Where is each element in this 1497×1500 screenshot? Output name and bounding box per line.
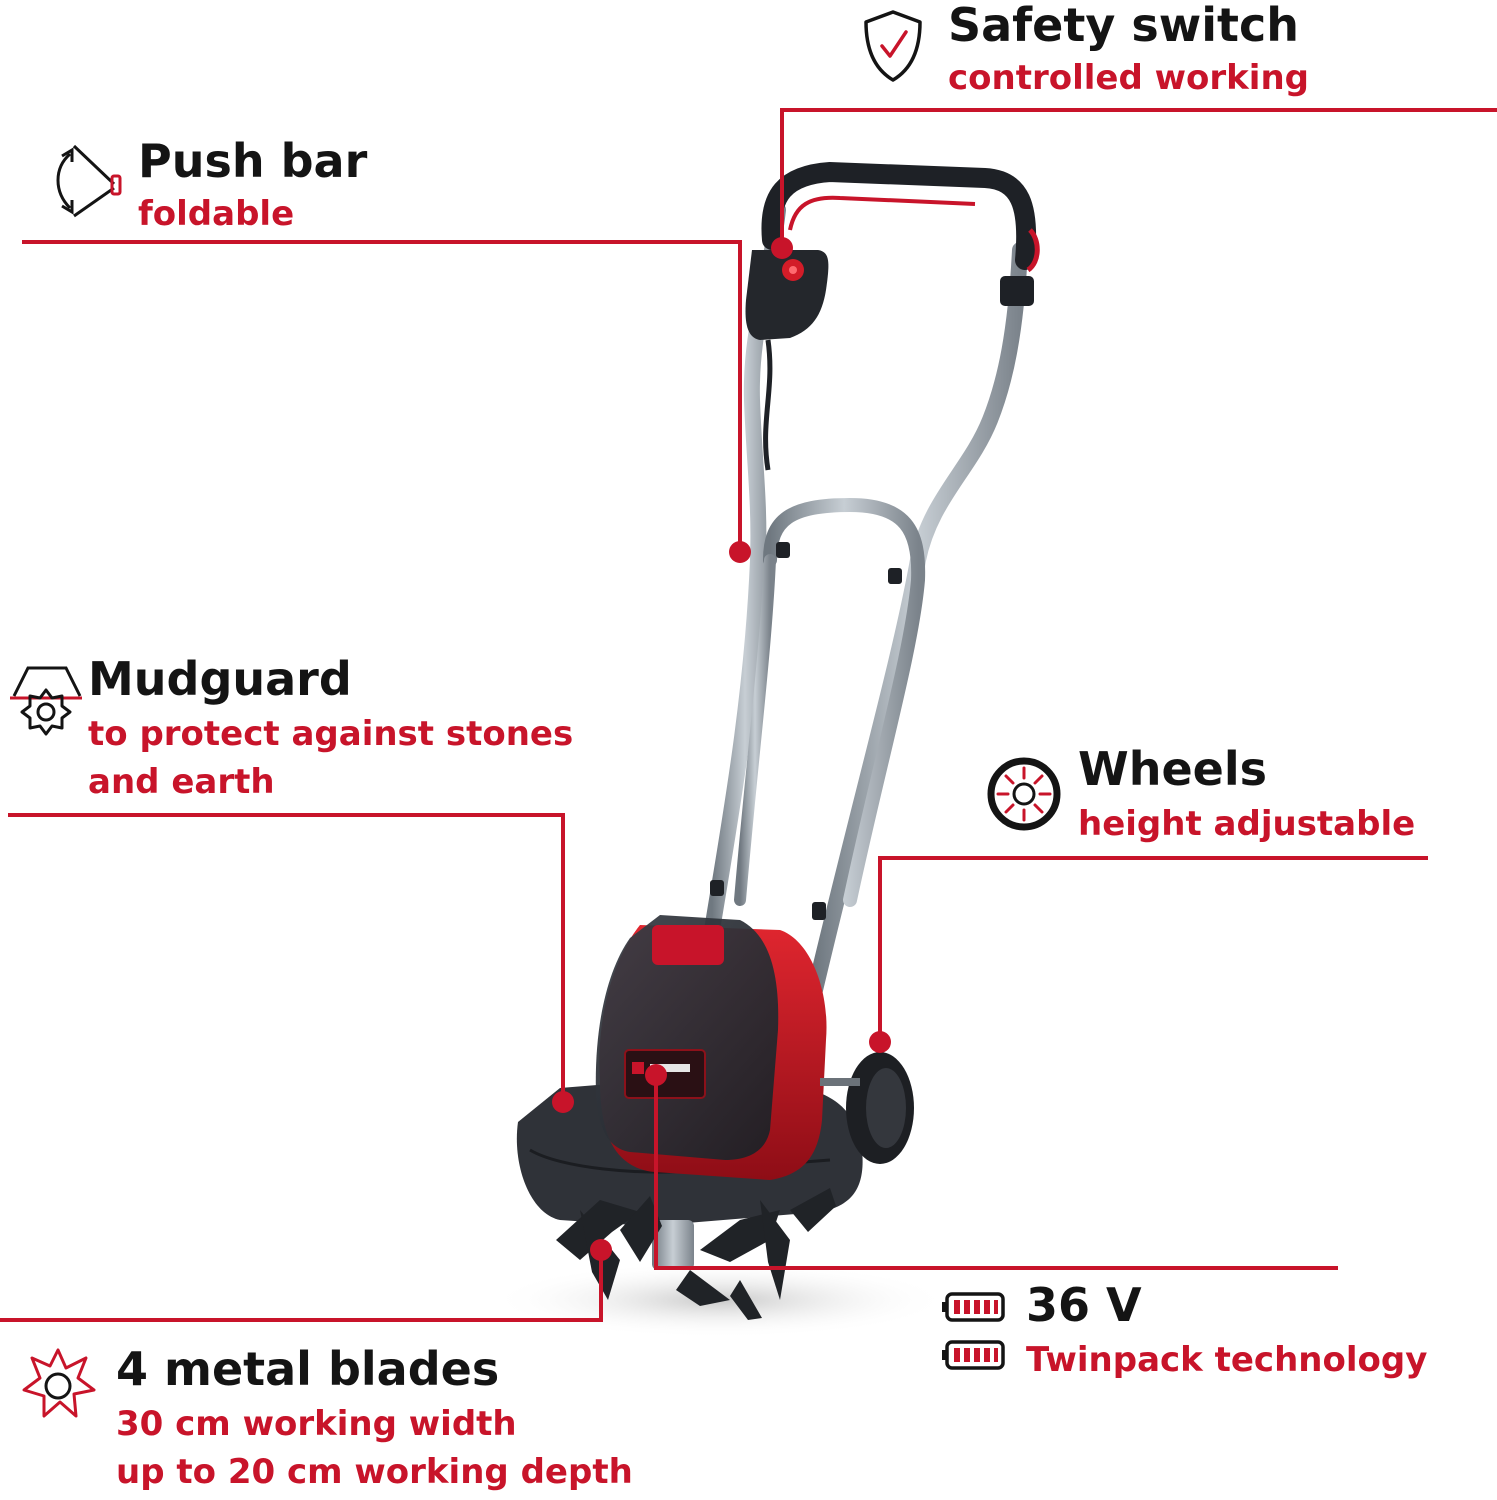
safety-switch-title: Safety switch <box>948 0 1300 52</box>
wheels-callout-dot <box>869 1031 891 1053</box>
wheel-icon <box>987 757 1061 831</box>
voltage-subtitle: Twinpack technology <box>1026 1340 1428 1380</box>
mudguard-subtitle-line1: to protect against stones <box>88 714 574 754</box>
blades-title: 4 metal blades <box>116 1342 500 1396</box>
mudguard-title: Mudguard <box>88 652 352 706</box>
mudguard-callout-dot <box>552 1091 574 1113</box>
callout-lines <box>0 108 1497 1322</box>
voltage-callout-dot <box>645 1064 667 1086</box>
battery-icon <box>942 1292 1005 1370</box>
handle-cross-bar <box>763 497 926 907</box>
wheels-subtitle: height adjustable <box>1078 804 1416 844</box>
blades-subtitle-line1: 30 cm working width <box>116 1404 517 1444</box>
handle-grip <box>761 161 1037 270</box>
voltage-title: 36 V <box>1026 1278 1142 1332</box>
handle-inner-tube <box>734 554 776 906</box>
mudguard-gear-icon <box>10 666 82 736</box>
switch-box <box>745 250 829 340</box>
push-bar-subtitle: foldable <box>138 194 295 234</box>
push-bar-title: Push bar <box>138 134 368 188</box>
safety-switch-subtitle: controlled working <box>948 58 1309 98</box>
wheels-title: Wheels <box>1078 742 1268 796</box>
fold-arrow-icon <box>56 144 122 218</box>
pushbar-callout-dot <box>729 541 751 563</box>
mudguard-subtitle-line2: and earth <box>88 762 275 802</box>
handle-red-cable <box>788 195 976 231</box>
blade-star-icon <box>22 1348 96 1418</box>
handle-right-tube <box>807 242 1028 998</box>
safety-callout-dot <box>771 237 793 259</box>
shield-check-icon <box>864 10 922 82</box>
blades-callout-dot <box>590 1239 612 1261</box>
tine-shaft <box>652 1220 694 1270</box>
blades-subtitle-line2: up to 20 cm working depth <box>116 1452 633 1492</box>
